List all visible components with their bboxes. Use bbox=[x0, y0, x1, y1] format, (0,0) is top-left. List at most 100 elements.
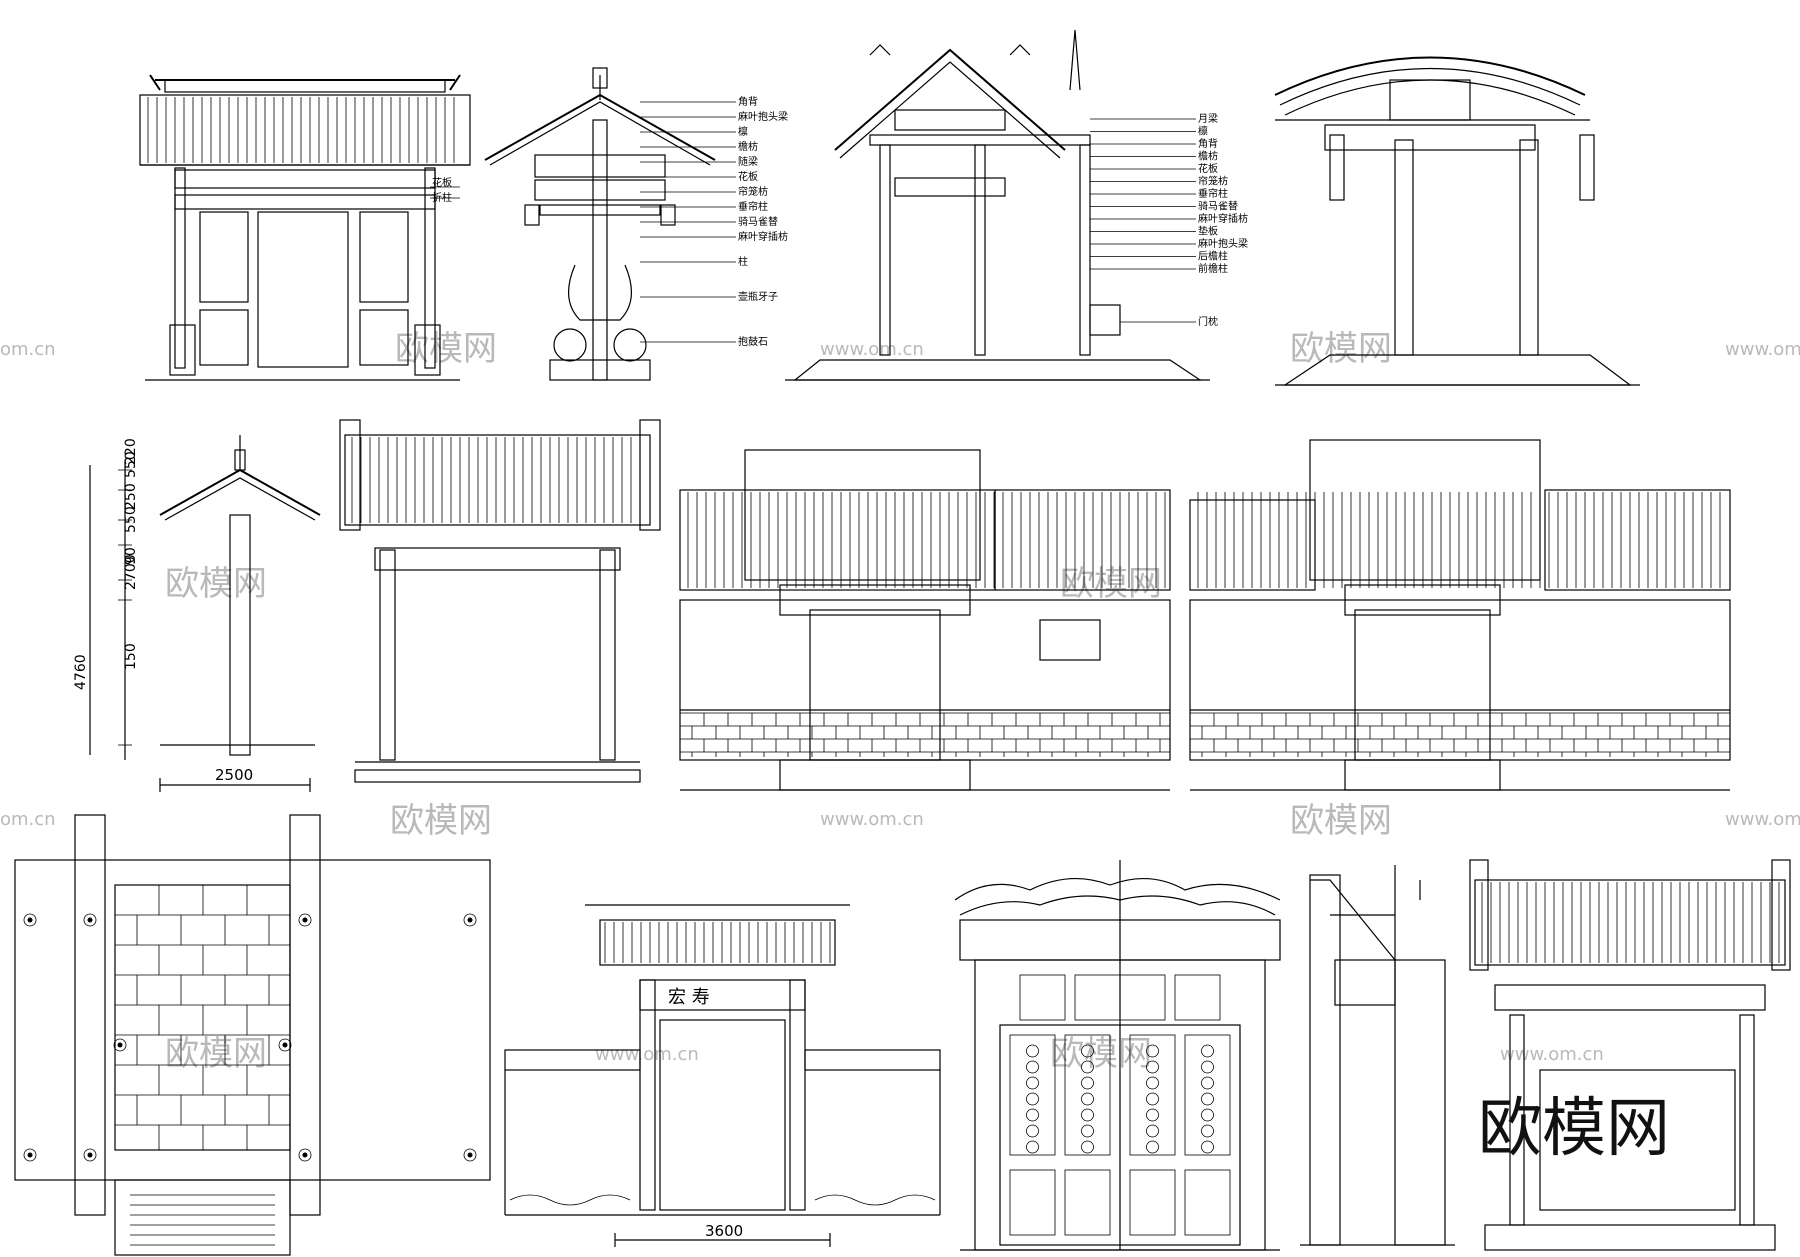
component-label: 壶瓶牙子 bbox=[738, 290, 778, 303]
watermark-url: www.om.cn bbox=[1725, 809, 1800, 830]
gate-plaque-elevation-10: 宏 寿 3600 bbox=[504, 904, 941, 1247]
lattice-rosette bbox=[1026, 1044, 1039, 1058]
gate-front-elevation-13: 欧模网 bbox=[1469, 859, 1791, 1251]
column-base-dot bbox=[27, 1152, 33, 1158]
component-label: 后檐柱 bbox=[1198, 250, 1228, 263]
column-base-symbol bbox=[298, 1148, 312, 1162]
component-label: 檩 bbox=[738, 125, 748, 138]
lattice-rosette bbox=[1201, 1044, 1214, 1058]
component-label: 垂帘柱 bbox=[738, 200, 768, 213]
watermark-brand: 欧模网 bbox=[1290, 329, 1392, 369]
lattice-rosette bbox=[1026, 1140, 1039, 1154]
gate-plaque-text: 宏 寿 bbox=[668, 987, 710, 1008]
column-base-symbol bbox=[83, 913, 97, 927]
component-label: 门枕 bbox=[1198, 315, 1218, 328]
dim-segment: 90 bbox=[123, 547, 139, 565]
component-label: 帘笼枋 bbox=[738, 185, 768, 198]
dim-segment: 150 bbox=[123, 643, 139, 670]
ornate-gate-elevation-11 bbox=[954, 860, 1281, 1251]
watermark-brand: 欧模网 bbox=[1290, 801, 1392, 841]
transom-panel bbox=[1019, 974, 1066, 1021]
door-lattice-panel bbox=[1129, 1034, 1176, 1156]
lattice-rosette bbox=[1026, 1076, 1039, 1090]
gate-narrow-side-12 bbox=[1300, 865, 1455, 1246]
gate-side-elevation-4 bbox=[1274, 56, 1640, 386]
lattice-rosette bbox=[1026, 1060, 1039, 1074]
wall-elevation-8 bbox=[1189, 439, 1731, 791]
lattice-rosette bbox=[1146, 1076, 1159, 1090]
gate-front-elevation-6 bbox=[339, 419, 661, 783]
door-lattice-panel bbox=[1064, 1034, 1111, 1156]
column-base-dot bbox=[27, 917, 33, 923]
component-label: 麻叶抱头梁 bbox=[1198, 237, 1248, 250]
watermark-brand: 欧模网 bbox=[1050, 1034, 1152, 1074]
transom-panel bbox=[1119, 974, 1166, 1021]
component-label: 月梁 bbox=[1198, 112, 1218, 125]
component-label: 前檐柱 bbox=[1198, 262, 1228, 275]
lattice-rosette bbox=[1081, 1092, 1094, 1106]
component-label: 麻叶抱头梁 bbox=[738, 110, 788, 123]
lattice-rosette bbox=[1201, 1076, 1214, 1090]
column-base-dot bbox=[117, 1042, 123, 1048]
watermark-url: www.om.cn bbox=[1500, 1044, 1604, 1065]
column-base-dot bbox=[87, 1152, 93, 1158]
wall-elevation-7 bbox=[679, 449, 1171, 791]
dim-segment: 550 bbox=[123, 451, 139, 478]
component-label: 花板 bbox=[738, 170, 758, 183]
lattice-rosette bbox=[1081, 1108, 1094, 1122]
lattice-rosette bbox=[1146, 1140, 1159, 1154]
door-lattice-panel bbox=[1184, 1034, 1231, 1156]
door-lower-panel bbox=[1009, 1169, 1056, 1236]
door-lower-panel bbox=[1064, 1169, 1111, 1236]
column-base-dot bbox=[467, 1152, 473, 1158]
lattice-rosette bbox=[1081, 1076, 1094, 1090]
component-label: 垫板 bbox=[1198, 225, 1218, 238]
transom-panel bbox=[1174, 974, 1221, 1021]
door-lower-panel bbox=[1184, 1169, 1231, 1236]
lattice-rosette bbox=[1201, 1108, 1214, 1122]
component-label: 角背 bbox=[738, 95, 758, 108]
watermark-brand: 欧模网 bbox=[165, 564, 267, 604]
lattice-rosette bbox=[1081, 1044, 1094, 1058]
component-label: 骑马雀替 bbox=[738, 215, 778, 228]
watermark-url: www.om.cn bbox=[820, 339, 924, 360]
lattice-rosette bbox=[1026, 1092, 1039, 1106]
column-base-symbol bbox=[23, 913, 37, 927]
column-base-dot bbox=[302, 917, 308, 923]
lattice-rosette bbox=[1146, 1092, 1159, 1106]
component-label: 檐枋 bbox=[1198, 150, 1218, 163]
column-base-symbol bbox=[298, 913, 312, 927]
dim-width-3600: 3600 bbox=[705, 1222, 743, 1240]
column-base-symbol bbox=[463, 1148, 477, 1162]
component-label: 随梁 bbox=[738, 155, 758, 168]
dim-segment: 250 bbox=[123, 483, 139, 510]
component-label: 麻叶穿插枋 bbox=[1198, 212, 1248, 225]
transom-panel bbox=[1074, 974, 1121, 1021]
lattice-rosette bbox=[1201, 1140, 1214, 1154]
component-label: 檐枋 bbox=[738, 140, 758, 153]
component-label: 角背 bbox=[1198, 137, 1218, 150]
watermark-url: www.om.cn bbox=[595, 1044, 699, 1065]
brand-stamp: 欧模网 bbox=[1478, 1092, 1670, 1166]
column-base-symbol bbox=[463, 913, 477, 927]
watermarks: om.cn 欧模网 www.om.cn 欧模网 www.om.cn 欧模网 欧模… bbox=[0, 329, 1800, 1074]
component-label: 柱 bbox=[738, 255, 748, 268]
dim-width-2500: 2500 bbox=[215, 766, 253, 784]
watermark-url: om.cn bbox=[0, 339, 56, 360]
column-base-dot bbox=[302, 1152, 308, 1158]
component-label: 花板 bbox=[1198, 162, 1218, 175]
component-label: 抱鼓石 bbox=[738, 335, 768, 348]
watermark-url: www.om.cn bbox=[820, 809, 924, 830]
column-base-symbol bbox=[278, 1038, 292, 1052]
column-base-symbol bbox=[23, 1148, 37, 1162]
watermark-url: om.cn bbox=[0, 809, 56, 830]
dim-segment: 220 bbox=[123, 438, 139, 465]
column-base-dot bbox=[467, 917, 473, 923]
door-lattice-panel bbox=[1009, 1034, 1056, 1156]
watermark-brand: 欧模网 bbox=[165, 1034, 267, 1074]
lattice-rosette bbox=[1026, 1108, 1039, 1122]
component-label: 麻叶穿插枋 bbox=[738, 230, 788, 243]
